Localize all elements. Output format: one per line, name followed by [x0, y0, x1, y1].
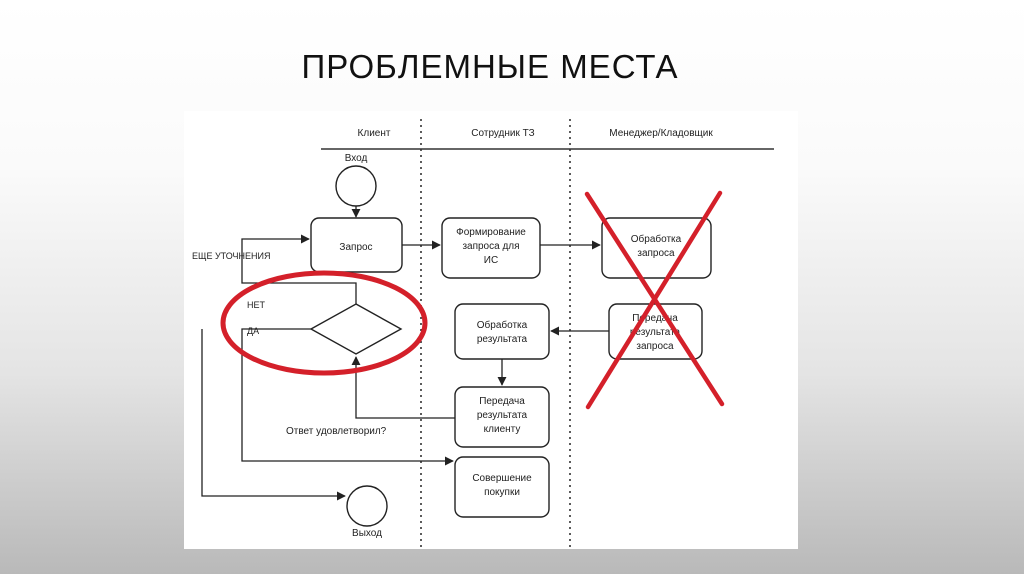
transfer-result-line-2: результата	[630, 327, 681, 338]
exit-label: Выход	[352, 528, 382, 539]
lane-employee: Сотрудник ТЗ	[471, 128, 534, 139]
purchase-line-2: покупки	[484, 487, 520, 498]
entry-label: Вход	[345, 153, 368, 164]
satisfied-question: Ответ удовлетворил?	[286, 426, 387, 437]
arrow-transferclient-decision	[351, 356, 455, 419]
lane-client: Клиент	[358, 128, 391, 139]
process-diagram: Клиент Сотрудник ТЗ Менеджер/Кладовщик В…	[184, 111, 798, 549]
transfer-client-line-3: клиенту	[484, 424, 521, 435]
arrow-yes-purchase	[241, 328, 454, 466]
transfer-client-line-2: результата	[477, 410, 528, 421]
transfer-client-node	[454, 386, 550, 448]
purchase-line-1: Совершение	[472, 473, 532, 484]
process-request-line-2: запроса	[637, 248, 675, 259]
more-questions-label: ЕЩЕ УТОЧНЕНИЯ	[192, 251, 271, 261]
process-result-line-1: Обработка	[477, 319, 528, 331]
process-flowchart: Клиент Сотрудник ТЗ Менеджер/Кладовщик В…	[192, 119, 774, 549]
transfer-result-line-1: Передача	[632, 313, 678, 324]
process-result-node	[454, 303, 550, 360]
no-label: НЕТ	[247, 300, 266, 310]
arrow-no-loop	[241, 234, 357, 304]
form-request-line-2: запроса для	[462, 241, 519, 252]
transfer-client-line-1: Передача	[479, 396, 525, 407]
exit-node	[346, 485, 388, 527]
form-request-node	[441, 217, 541, 279]
process-result-line-2: результата	[477, 334, 528, 345]
yes-label: ДА	[247, 326, 259, 336]
transfer-result-line-3: запроса	[636, 341, 674, 352]
form-request-line-3: ИС	[484, 255, 498, 266]
form-request-line-1: Формирование	[456, 227, 526, 238]
problem-highlight-ellipse	[220, 270, 428, 376]
entry-node	[335, 165, 377, 207]
decision-node	[309, 303, 403, 355]
slide-title: ПРОБЛЕМНЫЕ МЕСТА	[301, 48, 679, 85]
process-request-line-1: Обработка	[631, 233, 682, 245]
problem-cross-line-2	[585, 190, 723, 410]
lane-manager: Менеджер/Кладовщик	[609, 128, 713, 139]
purchase-node	[454, 456, 550, 518]
request-label: Запрос	[339, 242, 372, 253]
arrow-to-exit	[201, 329, 346, 501]
